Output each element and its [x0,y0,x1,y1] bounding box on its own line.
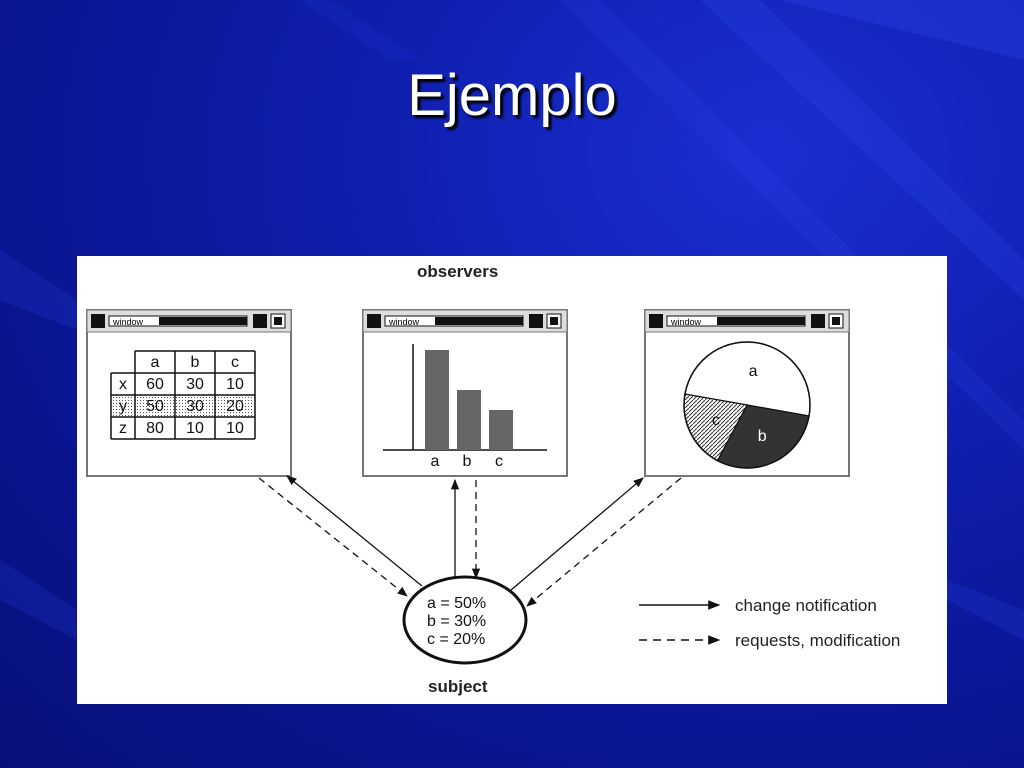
bar-chart-window: window a b c [362,309,568,477]
observer-pattern-figure: observers subject window [77,256,947,704]
pie-label-b: b [758,428,767,445]
pie-label-c: c [712,412,720,429]
subject-line-a: a = 50% [427,595,486,612]
table-cell: 80 [146,420,164,437]
slide-title: Ejemplo [407,63,617,128]
table-row-label-x: x [119,376,127,393]
bar-c [489,410,513,450]
pie: a b c [683,341,811,469]
window-minimize-icon [811,314,825,328]
table-cell: 30 [186,398,204,415]
request-arrow-table [258,477,408,597]
window-title: window [112,317,144,327]
notify-arrow-table [286,475,423,587]
subject-ellipse [402,575,528,665]
diagram-canvas: window a b c x 60 30 10 y 50 30 20 z 80 10 10 window a… [86,309,900,665]
subject-line-c: c = 20% [427,631,485,648]
table-header-c: c [231,354,239,371]
pie-outline [683,341,811,469]
legend-requests-modification: requests, modification [735,631,900,650]
table-cell: 10 [226,376,244,393]
subject-line-b: b = 30% [427,613,486,630]
table-row-label-y: y [119,398,127,415]
data-table: a b c x 60 30 10 y 50 30 20 z 80 10 10 [110,350,256,440]
legend-change-notification: change notification [735,596,877,615]
window-menu-icon [91,314,105,328]
table-cell: 10 [226,420,244,437]
table-header-b: b [191,354,200,371]
bar-a [425,350,449,450]
window-title: window [388,317,420,327]
bars: a b c [425,350,513,470]
window-menu-icon [367,314,381,328]
table-row-label-z: z [119,420,127,437]
subject-label: subject [428,677,488,696]
window-minimize-icon [529,314,543,328]
notify-arrow-pie [510,477,644,591]
table-cell: 60 [146,376,164,393]
bar-label-a: a [431,453,440,470]
table-header-a: a [151,354,160,371]
table-cell: 20 [226,398,244,415]
table-cell: 10 [186,420,204,437]
bar-label-b: b [463,453,472,470]
window-title: window [670,317,702,327]
pie-label-a: a [749,363,758,380]
bar-label-c: c [495,453,503,470]
request-arrow-pie [526,477,682,607]
table-cell: 30 [186,376,204,393]
table-window: window a b c x 60 30 10 y 50 30 20 z 80 10 10 [86,309,292,477]
window-minimize-icon [253,314,267,328]
bar-b [457,390,481,450]
observers-label: observers [417,262,499,281]
pie-chart-window: window a b c [644,309,850,477]
table-cell: 50 [146,398,164,415]
window-menu-icon [649,314,663,328]
table-row-highlight [111,395,255,417]
